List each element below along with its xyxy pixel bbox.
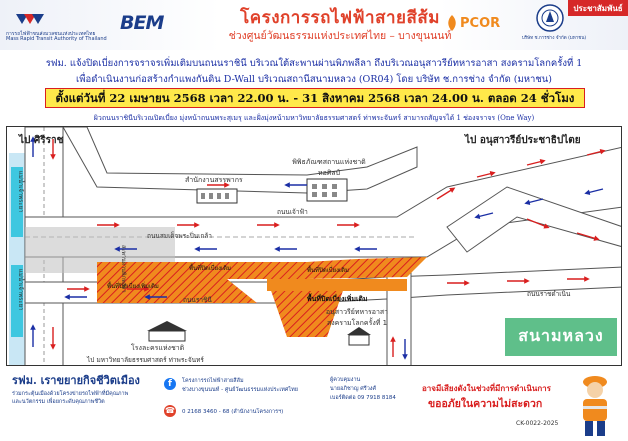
apology-text: ขออภัยในความไม่สะดวก	[428, 398, 543, 410]
left-label-upper: แม่น้ำเจ้าพระยา	[17, 171, 24, 213]
footer-slogan: รฟม. เราขยายกิจชีวิตเมือง	[12, 374, 140, 387]
facebook-page-subtitle: ช่วงบางขุนนนท์ - ศูนย์วัฒนธรรมแห่งประเทศ…	[182, 387, 298, 393]
facebook-icon: f	[164, 378, 176, 390]
label-chaofa-road: ถนนเจ้าฟ้า	[277, 208, 308, 216]
date-range: ตั้งแต่วันที่ 22 เมษายน 2568 เวลา 22.00 …	[55, 91, 575, 105]
noise-warning: อาจมีเสียงดังในช่วงที่มีการดำเนินการ	[422, 383, 551, 393]
phone-icon: ☎	[164, 405, 176, 417]
revenue-office-icon	[196, 188, 238, 204]
label-pinklao-road: ถนนสมเด็จพระปิ่นเกล้า	[147, 232, 212, 240]
traffic-arrows	[30, 136, 606, 360]
bem-logo: BEM	[120, 12, 164, 34]
direction-note: ผิวถนนราชินีบริเวณปิดเบี่ยง มุ่งหน้าถนนพ…	[93, 114, 535, 122]
footer	[0, 367, 628, 441]
sanam-luang-park	[505, 318, 617, 356]
sanam-luang-label: สนามหลวง	[518, 326, 604, 345]
footer-tagline-1: ร่วมกระตุ้นเมืองด้วยโครงข่ายรถไฟฟ้าที่มี…	[12, 391, 129, 397]
label-volunteer-monument: อนุสาวรีย์ทหารอาสา สงครามโลกครั้งที่ 1	[325, 308, 389, 327]
monument-icon	[347, 327, 371, 346]
label-ratchini-road: ถนนราชินี	[183, 296, 212, 304]
contact-phone[interactable]: 0 2168 3460 - 68 (สำนักงานโครงการฯ)	[182, 409, 284, 415]
left-label-lower: แม่น้ำเจ้าพระยา	[17, 269, 24, 311]
theatre-icon	[147, 321, 187, 342]
header-banner	[0, 0, 628, 50]
facebook-page-name[interactable]: โครงการรถไฟฟ้าสายสีส้ม	[182, 378, 244, 384]
work-zone-lower-mid	[267, 279, 347, 337]
company-caption: บริษัท ช.การช่าง จำกัด (มหาชน)	[521, 36, 587, 41]
pr-badge-label: ประชาสัมพันธ์	[573, 4, 623, 13]
announcement-line-1: รฟม. แจ้งปิดเบี่ยงการจราจรเพิ่มเติมบนถนน…	[45, 58, 583, 69]
coordinator-phone[interactable]: เบอร์ติดต่อ 09 7918 8184	[330, 395, 396, 401]
work-zone-main	[97, 257, 427, 279]
construction-worker-icon	[583, 376, 607, 436]
pcor-logo: PCOR	[460, 16, 501, 31]
label-national-theatre: โรงละครแห่งชาติ	[131, 344, 185, 352]
label-bridge: สะพานผ่านพิภพลีลา	[120, 245, 126, 293]
coordinator-title: ผู้ควบคุมงาน	[330, 377, 361, 383]
company-seal-icon	[536, 4, 564, 32]
label-revenue-office: สำนักงานสรรพากร	[185, 176, 243, 184]
mrta-logo	[16, 14, 44, 24]
museum-icon	[306, 178, 348, 202]
map-drawing	[9, 127, 621, 365]
announcement-line-2: เพื่อดำเนินงานก่อสร้างกำแพงกันดิน D-Wall…	[76, 74, 552, 85]
coordinator-name: นายอภิชาญ ศรีวงศ์	[330, 386, 376, 392]
left-label-box-upper	[11, 167, 23, 237]
label-work-zone-1: พื้นที่ปิดเบี่ยงเดิม	[189, 265, 231, 272]
direction-thammasat: ไป มหาวิทยาลัยธรรมศาสตร์ ท่าพระจันทร์	[87, 356, 204, 364]
label-work-zone-3: พื้นที่ปิดเบี่ยงเดิม	[307, 267, 349, 274]
direction-siriraj: ไป ศิริราช	[19, 135, 64, 146]
label-work-zone-4: พื้นที่ปิดเบี่ยงเพิ่มเติม	[307, 295, 368, 303]
pcor-flame-icon	[448, 15, 456, 31]
label-work-zone-2: พื้นที่ปิดเบี่ยงเพิ่มเติม	[107, 283, 159, 290]
mrta-name-th: การรถไฟฟ้าขนส่งมวลชนแห่งประเทศไทย	[6, 31, 96, 37]
mrta-name-en: Mass Rapid Transit Authority of Thailand	[6, 36, 107, 42]
project-title: โครงการรถไฟฟ้าสายสีส้ม	[240, 8, 440, 28]
left-label-box-lower	[11, 265, 23, 337]
direction-democracy-monument: ไป อนุสาวรีย์ประชาธิปไตย	[465, 135, 581, 146]
traffic-map: ไป ศิริราช ไป อนุสาวรีย์ประชาธิปไตย ไป ม…	[6, 126, 622, 366]
work-zone-strip	[267, 279, 407, 291]
document-code: CK-0022-2025	[516, 420, 559, 427]
pr-badge	[568, 0, 628, 16]
label-ratchadamnoen-road: ถนนราชดำเนิน	[527, 290, 571, 298]
project-subtitle: ช่วงศูนย์วัฒนธรรมแห่งประเทศไทย – บางขุนน…	[228, 30, 452, 42]
date-banner	[45, 88, 585, 108]
work-zone-lower-left	[97, 279, 257, 303]
footer-tagline-2: และนวัตกรรม เพื่อยกระดับคุณภาพชีวิต	[12, 399, 105, 405]
label-museum: พิพิธภัณฑสถานแห่งชาติ หอศิลป์	[292, 158, 366, 177]
